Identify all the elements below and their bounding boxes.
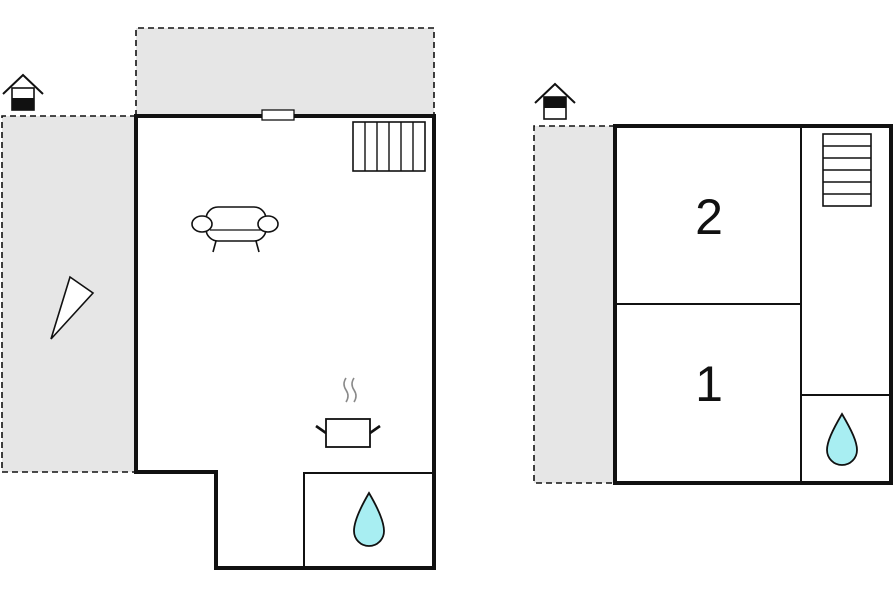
cooking-pot-icon [315, 377, 381, 448]
room-number-1: 1 [695, 356, 723, 412]
stairs-icon [352, 121, 426, 172]
outdoor-area [533, 125, 615, 484]
house-entrance-icon [534, 82, 576, 120]
stairs-icon [822, 133, 872, 207]
ground-floor-walls [134, 114, 436, 570]
sofa-icon [191, 206, 279, 253]
outdoor-terrace-top [135, 27, 435, 116]
house-entrance-icon [2, 73, 44, 111]
water-drop-icon [353, 491, 385, 547]
window [261, 109, 295, 121]
ground-floor [1, 27, 436, 570]
water-drop-icon [826, 412, 858, 466]
bathroom-partition [303, 472, 434, 568]
upper-floor: 2 1 [533, 82, 893, 485]
compass-north-icon [50, 275, 95, 340]
room-number-2: 2 [695, 189, 723, 245]
